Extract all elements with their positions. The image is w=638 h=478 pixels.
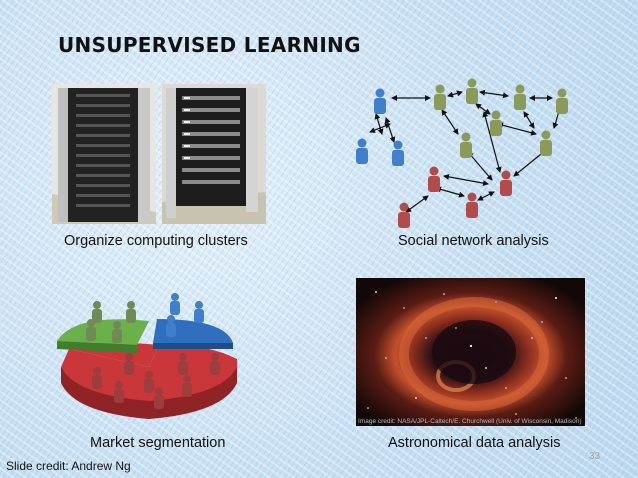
nebula-image	[356, 278, 585, 426]
server-racks-image	[52, 84, 266, 224]
social-network-image	[356, 78, 568, 228]
slide-credit: Slide credit: Andrew Ng	[6, 459, 131, 473]
caption-computing-clusters: Organize computing clusters	[64, 233, 248, 249]
caption-market-segmentation: Market segmentation	[90, 435, 226, 451]
slide-title: UNSUPERVISED LEARNING	[58, 33, 361, 57]
caption-astronomical-data: Astronomical data analysis	[388, 435, 561, 451]
caption-social-network: Social network analysis	[398, 233, 549, 249]
nebula-image-credit: Image credit: NASA/JPL-Caltech/E. Church…	[358, 418, 582, 425]
market-segmentation-image	[57, 293, 237, 419]
page-number: 33	[589, 451, 601, 462]
